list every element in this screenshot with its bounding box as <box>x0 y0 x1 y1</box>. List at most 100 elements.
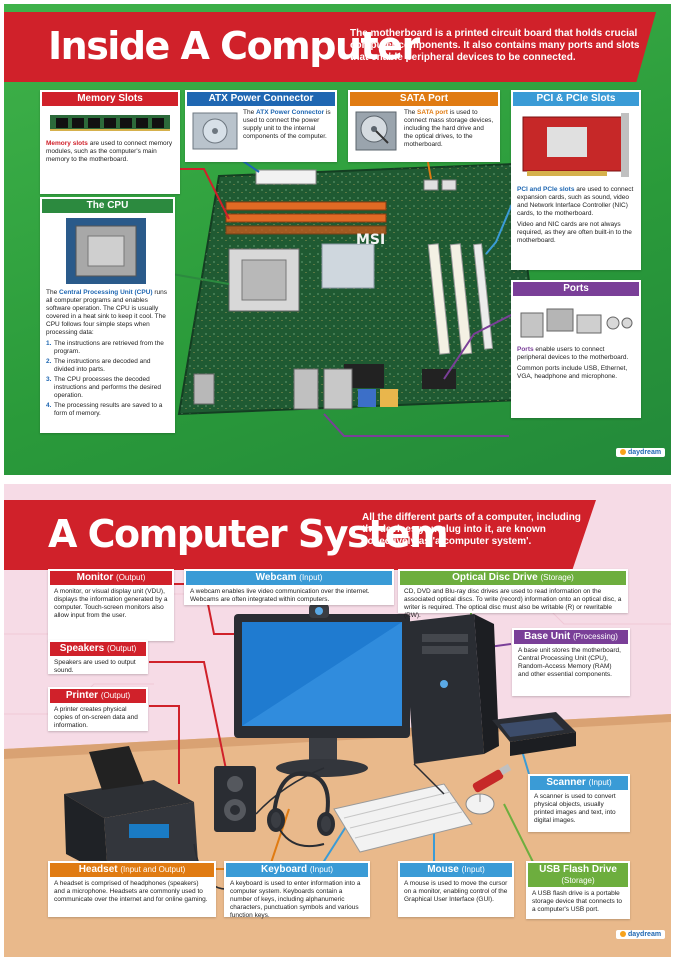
ports-card: Ports Ports enable users to connect peri… <box>511 280 641 418</box>
cpu-chip-icon <box>66 218 146 284</box>
pci-slots-text: are used to connect expansion cards, suc… <box>517 186 634 217</box>
monitor-text: A monitor, or visual display unit (VDU),… <box>54 588 168 619</box>
headset-card: Headset (Input and Output) A headset is … <box>48 861 216 917</box>
ports-term: Ports <box>517 346 534 353</box>
inside-a-computer-poster: Inside A Computer The motherboard is a p… <box>4 4 671 475</box>
atx-power-card: ATX Power Connector The ATX Power Connec… <box>185 90 337 162</box>
mouse-title: Mouse <box>427 864 459 875</box>
callout-connectors <box>171 156 514 437</box>
printer-text: A printer creates physical copies of on-… <box>54 706 138 729</box>
speakers-title: Speakers <box>59 643 105 654</box>
list-item: 3.The CPU processes the decoded instruct… <box>46 376 161 399</box>
scanner-text: A scanner is used to convert physical ob… <box>534 793 616 824</box>
optical-drive-card: Optical Disc Drive (Storage) CD, DVD and… <box>398 569 628 619</box>
printer-card: Printer (Output) A printer creates physi… <box>48 687 148 731</box>
ram-module-icon <box>50 115 170 131</box>
webcam-title: Webcam <box>255 572 297 583</box>
cpu-term: Central Processing Unit (CPU) <box>59 289 153 296</box>
atx-power-text: is used to connect the power supply unit… <box>243 109 331 140</box>
poster-intro: The motherboard is a printed circuit boa… <box>350 28 640 63</box>
atx-connector-icon <box>255 169 317 185</box>
list-item: 2.The instructions are decoded and divid… <box>46 358 151 373</box>
hard-drive-icon <box>355 111 397 151</box>
memory-slots-card: Memory Slots Memory slots are used to co… <box>40 90 180 194</box>
pci-slots-card: PCI & PCIe Slots PCI and PCIe slots are … <box>511 90 641 270</box>
power-supply-icon <box>192 112 238 150</box>
motherboard-icon: MSI <box>177 162 546 416</box>
cpu-text: runs all computer programs and enables s… <box>46 289 168 336</box>
daydream-logo: daydream <box>616 448 666 457</box>
pci-slots-title: PCI & PCIe Slots <box>513 92 639 106</box>
memory-slot-icons <box>225 201 387 235</box>
speaker-icon <box>214 766 256 832</box>
ports-note: Common ports include USB, Ethernet, VGA,… <box>517 365 628 380</box>
pci-slots-term: PCI and PCIe slots <box>517 186 575 193</box>
sata-port-text: is used to connect mass storage devices,… <box>404 109 494 148</box>
speakers-card: Speakers (Output) Speakers are used to o… <box>48 640 148 674</box>
mouse-icon <box>465 793 495 815</box>
sata-port-card: SATA Port The SATA port is used to conne… <box>348 90 500 162</box>
ports-icon <box>520 308 633 338</box>
poster-intro: All the different parts of a computer, i… <box>362 512 581 547</box>
board-brand-label: MSI <box>356 232 385 248</box>
printer-icon <box>64 746 198 876</box>
usb-drive-text: A USB flash drive is a portable storage … <box>532 890 622 913</box>
atx-power-title: ATX Power Connector <box>187 92 335 106</box>
title-banner: A Computer System All the different part… <box>4 500 596 570</box>
list-item: 1.The instructions are retrieved from th… <box>46 340 164 355</box>
scanner-title: Scanner <box>546 777 586 788</box>
memory-slots-title: Memory Slots <box>42 92 178 106</box>
memory-slots-term: Memory slots <box>46 140 88 147</box>
scanner-icon <box>492 712 576 756</box>
sata-port-term: SATA port <box>417 109 448 116</box>
headset-title: Headset <box>78 864 118 875</box>
mouse-card: Mouse (Input) A mouse is used to move th… <box>398 861 514 917</box>
cpu-steps-list: 1.The instructions are retrieved from th… <box>46 340 169 418</box>
webcam-card: Webcam (Input) A webcam enables live vid… <box>184 569 394 605</box>
webcam-icon <box>309 604 329 618</box>
monitor-icon <box>234 614 410 777</box>
scanner-card: Scanner (Input) A scanner is used to con… <box>528 774 630 832</box>
sata-port-icons <box>423 179 457 191</box>
usb-drive-title: USB Flash Drive <box>539 864 617 875</box>
mouse-text: A mouse is used to move the cursor on a … <box>404 880 508 903</box>
atx-power-term: ATX Power Connector <box>256 109 325 116</box>
cpu-title: The CPU <box>42 199 173 213</box>
usb-drive-icon <box>472 763 512 793</box>
keyboard-card: Keyboard (Input) A keyboard is used to e… <box>224 861 370 919</box>
base-unit-title: Base Unit <box>524 631 571 642</box>
keyboard-text: A keyboard is used to enter information … <box>230 880 361 919</box>
optical-drive-text: CD, DVD and Blu-ray disc drives are used… <box>404 588 622 619</box>
motherboard-illustration: MSI <box>171 156 546 437</box>
ports-text: enable users to connect peripheral devic… <box>517 346 629 361</box>
speakers-text: Speakers are used to output sound. <box>54 659 136 674</box>
ports-title: Ports <box>513 282 639 296</box>
printer-title: Printer <box>65 690 99 701</box>
monitor-title: Monitor <box>76 572 114 583</box>
base-unit-icon <box>404 614 499 764</box>
webcam-text: A webcam enables live video communicatio… <box>190 588 370 603</box>
expansion-card-icon <box>522 113 629 177</box>
sata-port-title: SATA Port <box>350 92 498 106</box>
cpu-socket-icon <box>228 248 300 312</box>
optical-drive-title: Optical Disc Drive <box>452 572 538 583</box>
headset-text: A headset is comprised of headphones (sp… <box>54 880 208 903</box>
monitor-card: Monitor (Output) A monitor, or visual di… <box>48 569 174 641</box>
poster-title: Inside A Computer <box>48 24 420 68</box>
a-computer-system-poster: A Computer System All the different part… <box>4 484 671 957</box>
cpu-card: The CPU The Central Processing Unit (CPU… <box>40 197 175 433</box>
rear-port-icons <box>193 368 398 410</box>
pci-slots-note: Video and NIC cards are not always requi… <box>517 221 632 244</box>
keyboard-title: Keyboard <box>260 864 308 875</box>
heatsink-icon <box>321 243 375 289</box>
memory-slots-text: are used to connect memory modules, such… <box>46 140 173 163</box>
keyboard-icon <box>333 783 473 853</box>
usb-drive-card: USB Flash Drive(Storage) A USB flash dri… <box>526 861 630 919</box>
base-unit-text: A base unit stores the motherboard, Cent… <box>518 647 621 678</box>
pci-slot-icons <box>427 243 494 355</box>
poster-title: A Computer System <box>48 512 449 556</box>
daydream-logo: daydream <box>616 930 666 939</box>
computer-system-illustration <box>4 583 671 957</box>
title-banner: Inside A Computer The motherboard is a p… <box>4 12 656 82</box>
list-item: 4.The processing results are saved to a … <box>46 402 163 417</box>
